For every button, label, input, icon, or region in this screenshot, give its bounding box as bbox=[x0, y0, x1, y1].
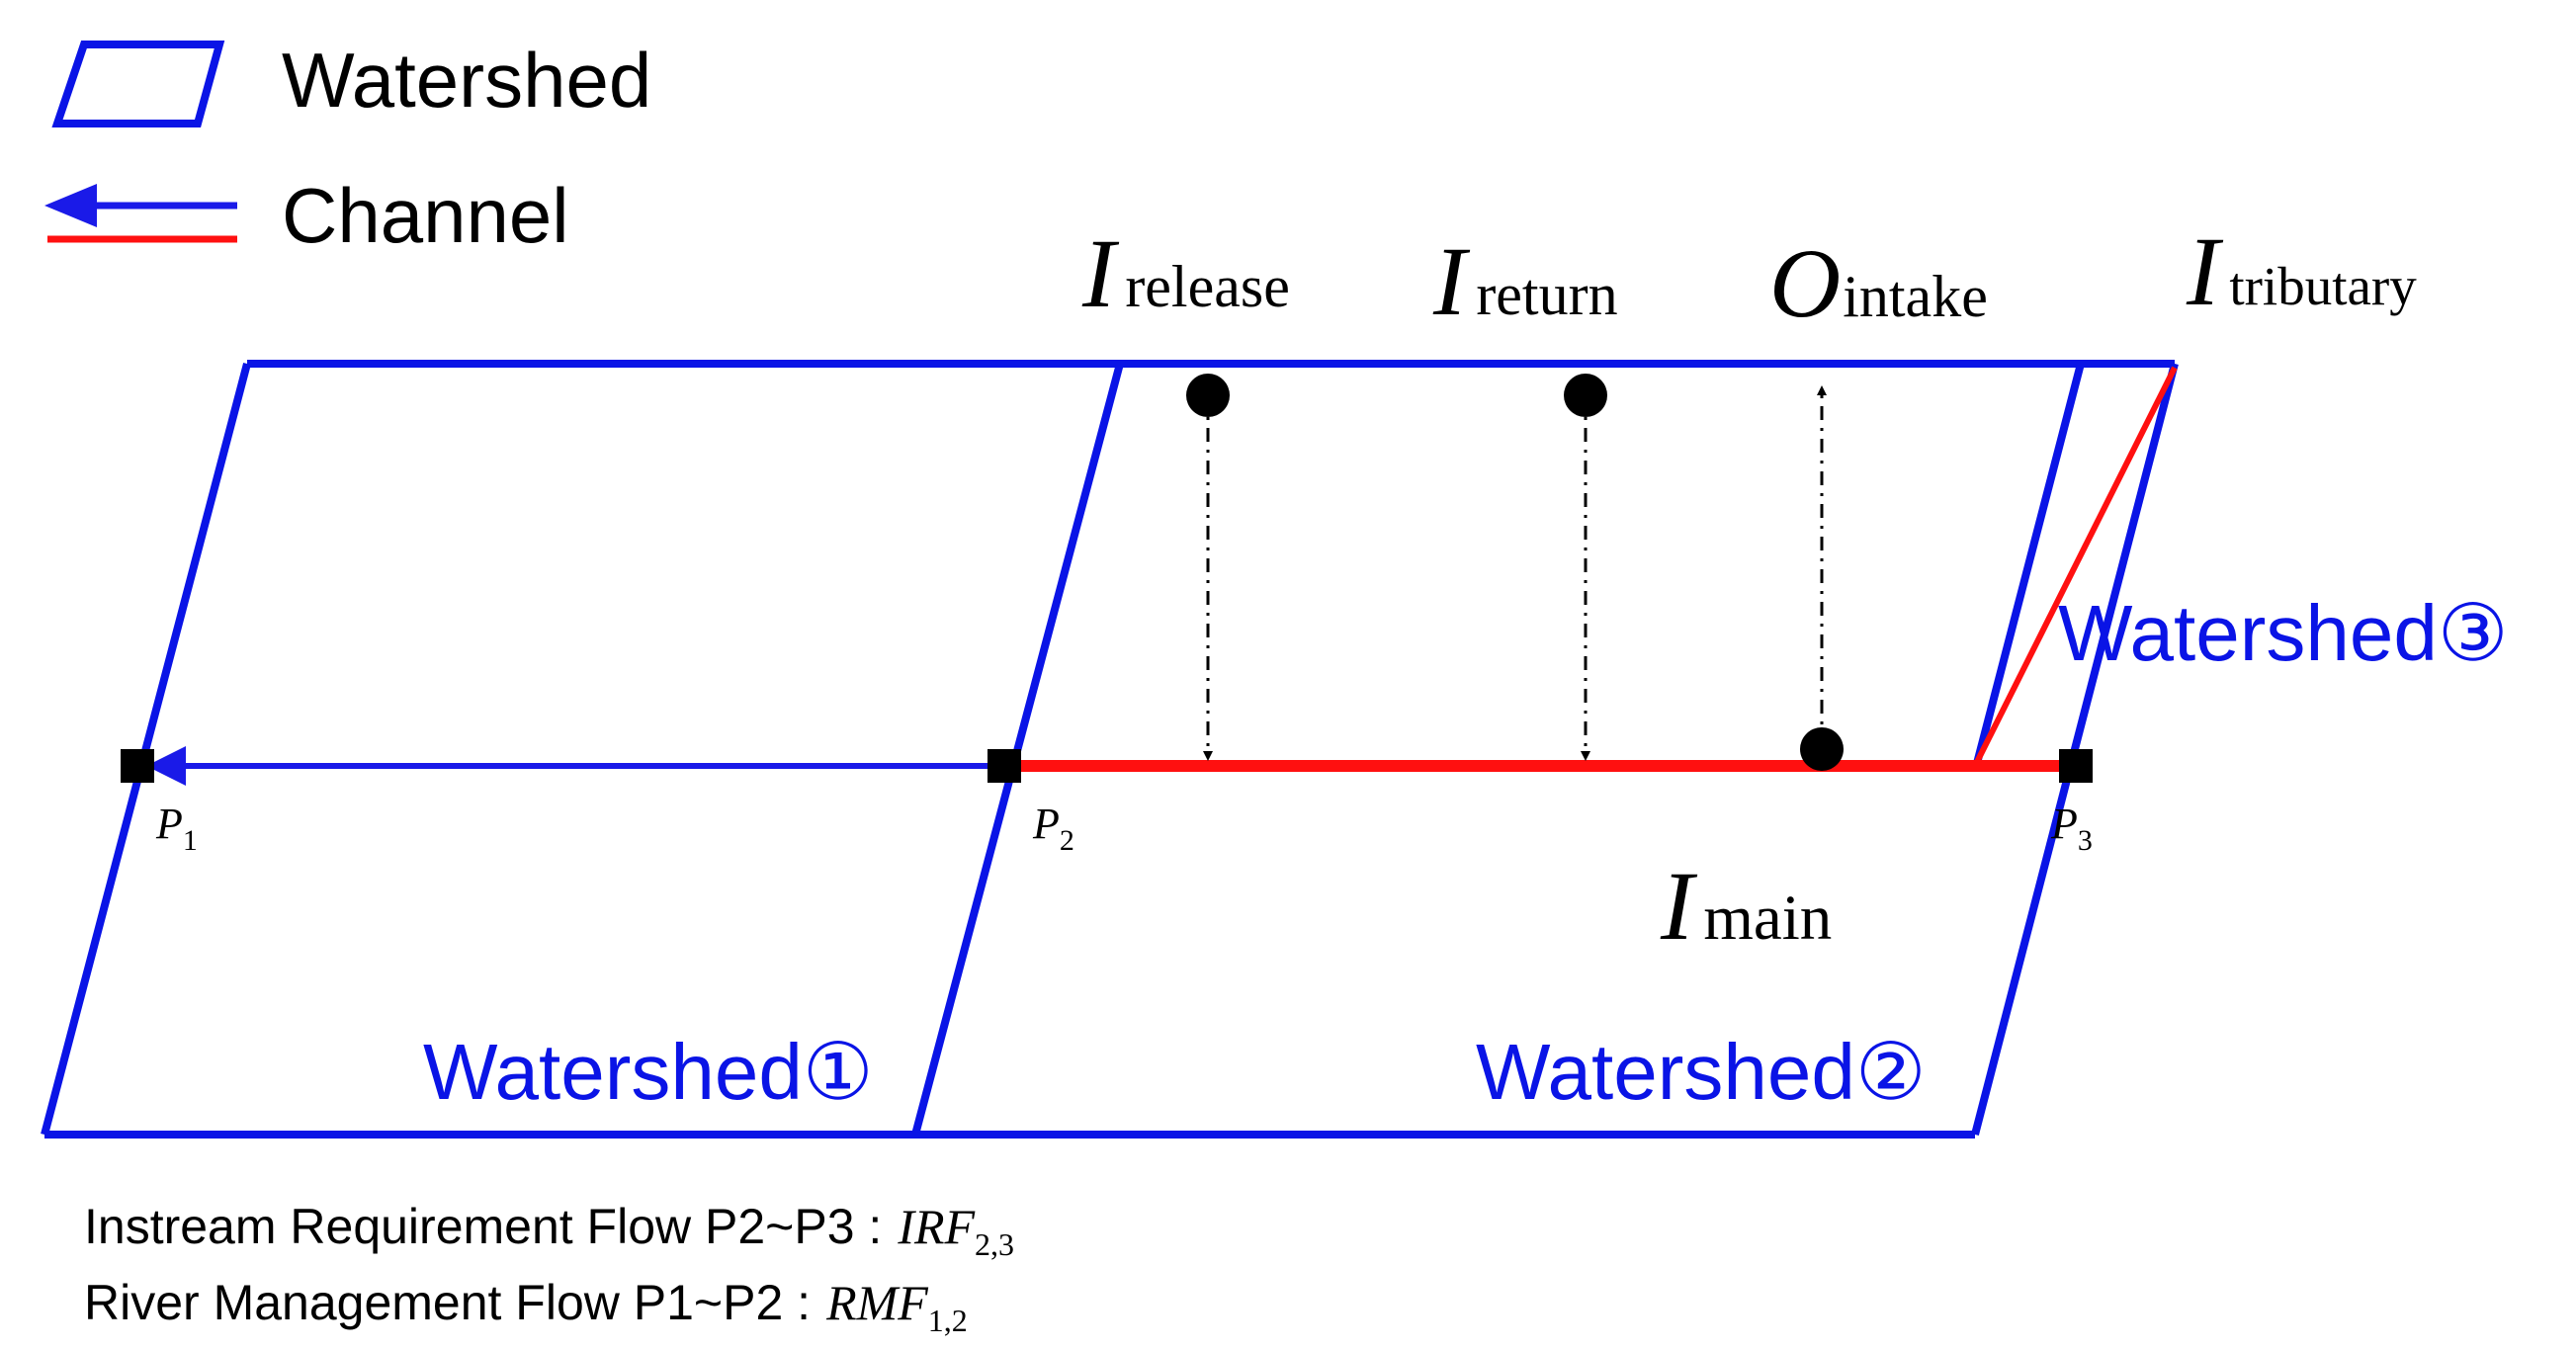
release-source-dot bbox=[1186, 374, 1230, 417]
watershed-outlines bbox=[41, 360, 2179, 1139]
channels bbox=[146, 366, 2178, 786]
channel-arrowhead bbox=[146, 746, 186, 786]
watershed-labels: Watershed① Watershed② Watershed③ bbox=[423, 589, 2509, 1116]
legend-watershed-icon bbox=[51, 41, 225, 127]
intake-label: Ointake bbox=[1769, 228, 1988, 338]
channel-tributary-red bbox=[1972, 366, 2178, 768]
watershed-3-label: Watershed③ bbox=[2058, 589, 2509, 677]
point-p3-label: P3 bbox=[2050, 800, 2093, 857]
legend: Watershed Channel bbox=[44, 37, 651, 259]
legend-channel-icon bbox=[44, 184, 237, 243]
rmf-note: River Management Flow P1~P2 :RMF1,2 bbox=[84, 1275, 968, 1338]
point-p3-marker bbox=[2059, 749, 2093, 783]
point-p2-label: P2 bbox=[1032, 800, 1074, 857]
point-labels: P1 P2 P3 bbox=[155, 800, 2093, 857]
point-p1-label: P1 bbox=[155, 800, 198, 857]
nodes bbox=[121, 374, 2093, 783]
watershed-2-right-edge bbox=[1971, 362, 2085, 773]
return-source-dot bbox=[1564, 374, 1607, 417]
legend-channel-label: Channel bbox=[282, 172, 569, 259]
watershed-2-label: Watershed② bbox=[1476, 1028, 1927, 1116]
point-p2-marker bbox=[987, 749, 1021, 783]
watershed-1-label: Watershed① bbox=[423, 1028, 874, 1116]
irf-note: Instream Requirement Flow P2~P3 :IRF2,3 bbox=[84, 1199, 1014, 1262]
point-p1-marker bbox=[121, 749, 154, 783]
intake-point-dot bbox=[1800, 727, 1844, 771]
flow-arrows bbox=[1203, 385, 1827, 761]
legend-watershed-label: Watershed bbox=[282, 37, 651, 124]
notes: Instream Requirement Flow P2~P3 :IRF2,3 … bbox=[84, 1199, 1014, 1338]
